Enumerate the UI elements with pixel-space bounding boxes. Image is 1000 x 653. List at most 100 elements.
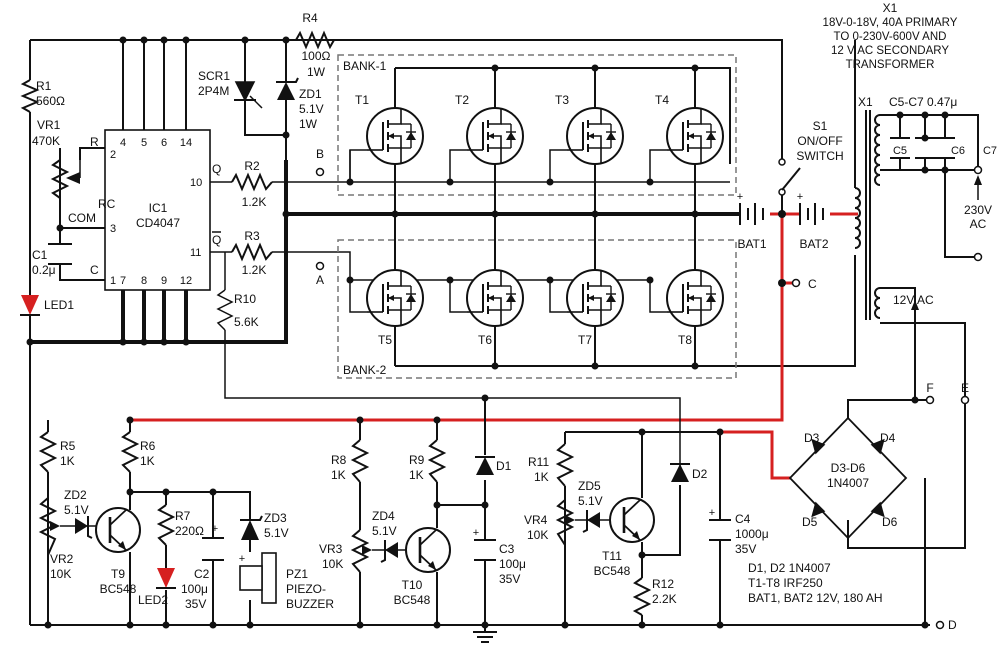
r4-ref: R4 xyxy=(302,11,318,25)
r5-ref: R5 xyxy=(60,439,76,453)
r5-resistor xyxy=(38,431,58,473)
bat2-label: BAT2 xyxy=(799,237,828,251)
vr1-val: 470K xyxy=(32,134,60,148)
r9-ref: R9 xyxy=(409,453,425,467)
c4-val: 1000μ xyxy=(735,527,769,541)
r7-resistor xyxy=(156,504,176,546)
point-e: E xyxy=(961,381,969,395)
zd2-ref: ZD2 xyxy=(64,488,87,502)
s1-ref: S1 xyxy=(813,119,828,133)
r6-ref: R6 xyxy=(140,439,156,453)
r3-val: 1.2K xyxy=(242,263,267,277)
transformer-x1 xyxy=(854,110,982,320)
t11-part: BC548 xyxy=(594,564,631,578)
r2-val: 1.2K xyxy=(242,195,267,209)
zd3-ref: ZD3 xyxy=(264,511,287,525)
junctions xyxy=(26,36,949,629)
r3-resistor xyxy=(231,242,273,262)
s1-onoff: ON/OFF xyxy=(797,134,842,148)
zd1-p: 1W xyxy=(299,117,318,131)
point-d: D xyxy=(948,618,957,632)
out-230v: 230V xyxy=(964,203,992,217)
zd1-v: 5.1V xyxy=(299,102,324,116)
mosfet-t6 xyxy=(466,269,524,327)
x1-ref-2: X1 xyxy=(858,95,873,109)
c2-v: 35V xyxy=(185,597,206,611)
vr4-ref: VR4 xyxy=(524,513,548,527)
vr3-pot xyxy=(350,529,370,573)
ic1-lbl-r: R xyxy=(90,135,99,149)
d1-label: D1 xyxy=(496,459,512,473)
vr4-pot xyxy=(555,499,575,546)
mosfet-t3 xyxy=(566,107,624,165)
zd3-v: 5.1V xyxy=(264,526,289,540)
c4-v: 35V xyxy=(735,542,756,556)
point-b: B xyxy=(316,147,324,161)
r6-val: 1K xyxy=(140,454,155,468)
ic1-pin-9: 9 xyxy=(161,275,167,287)
c3-plus: + xyxy=(473,527,479,539)
t9-part: BC548 xyxy=(100,582,137,596)
d4-label: D4 xyxy=(880,431,896,445)
led2-label: LED2 xyxy=(138,593,168,607)
vr2-pot xyxy=(38,497,58,556)
r11-val: 1K xyxy=(534,470,549,484)
vr1-ref: VR1 xyxy=(37,118,61,132)
mosfet-t5 xyxy=(366,269,424,327)
zd1-ref: ZD1 xyxy=(299,87,322,101)
potentiometers xyxy=(38,159,575,573)
labels: X1 18V-0-18V, 40A PRIMARY TO 0-230V-600V… xyxy=(32,1,997,632)
r7-val: 220Ω xyxy=(175,524,204,538)
mosfet-t4 xyxy=(666,107,724,165)
c3-ref: C3 xyxy=(499,542,515,556)
terminals xyxy=(315,165,983,630)
ic1-pin-5: 5 xyxy=(141,137,147,149)
ic1-pin-6: 6 xyxy=(161,137,167,149)
x1-desc-1: 18V-0-18V, 40A PRIMARY xyxy=(823,17,958,29)
c4-plus: + xyxy=(709,507,715,519)
bridge-name: D3-D6 xyxy=(831,461,866,475)
ic1-lbl-com: COM xyxy=(68,211,96,225)
piezo-buzzer-element xyxy=(239,565,263,591)
r5-val: 1K xyxy=(60,454,75,468)
c3-v: 35V xyxy=(499,572,520,586)
zd2-v: 5.1V xyxy=(64,503,89,517)
c5-label: C5 xyxy=(893,145,907,157)
r4-val: 100Ω xyxy=(302,49,331,63)
mosfets xyxy=(366,107,724,327)
r12-resistor xyxy=(632,577,652,616)
ic1-part: CD4047 xyxy=(136,216,180,230)
s1-switch xyxy=(778,158,801,196)
bank1-label: BANK-1 xyxy=(343,59,387,73)
ic1-pin-12: 12 xyxy=(180,275,192,287)
d6-label: D6 xyxy=(882,515,898,529)
t10-part: BC548 xyxy=(394,593,431,607)
bank2-box xyxy=(337,239,737,379)
diodes xyxy=(20,77,908,589)
vr2-ref: VR2 xyxy=(50,552,74,566)
r10-ref: R10 xyxy=(234,292,256,306)
t11-ref: T11 xyxy=(602,549,622,563)
note-diodes: D1, D2 1N4007 xyxy=(748,561,831,575)
r2-ref: R2 xyxy=(244,159,260,173)
bank2-label: BANK-2 xyxy=(343,363,387,377)
mosfet-t1 xyxy=(366,107,424,165)
ic1-pin-7: 7 xyxy=(120,275,126,287)
d5-label: D5 xyxy=(802,515,818,529)
r3-ref: R3 xyxy=(244,229,260,243)
r2-resistor xyxy=(231,172,273,192)
t6-label: T6 xyxy=(478,333,492,347)
bat1-label: BAT1 xyxy=(737,237,766,251)
t8-label: T8 xyxy=(678,333,692,347)
vr4-val: 10K xyxy=(527,528,548,542)
vr3-ref: VR3 xyxy=(319,542,343,556)
x1-desc-4: TRANSFORMER xyxy=(846,59,935,71)
pz1-l2: BUZZER xyxy=(286,597,334,611)
ic1-pin-8: 8 xyxy=(141,275,147,287)
ic1-pin-2: 2 xyxy=(110,149,116,161)
ic1-pin-1: 1 xyxy=(110,275,116,287)
zd4-ref: ZD4 xyxy=(372,509,395,523)
r6-resistor xyxy=(120,431,140,473)
scr1-ref: SCR1 xyxy=(198,69,230,83)
